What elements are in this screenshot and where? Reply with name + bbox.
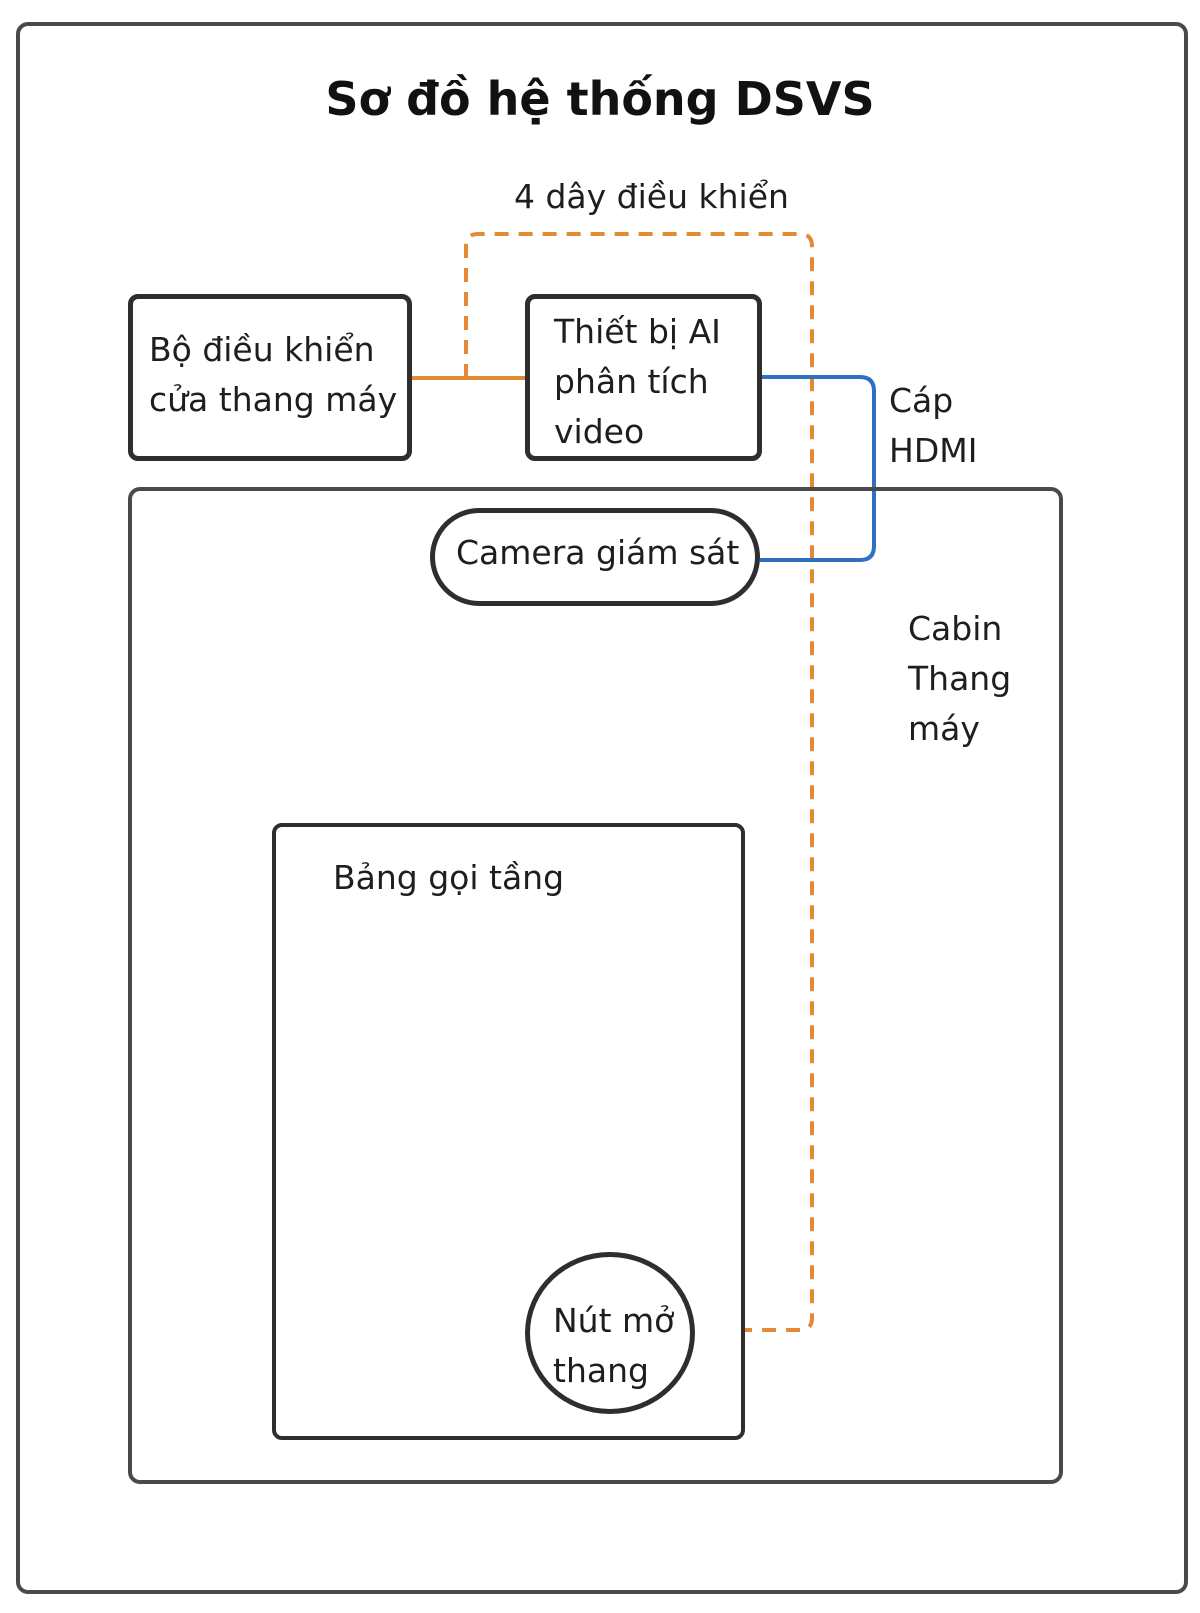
surveillance-camera-label: Camera giám sát bbox=[456, 533, 740, 572]
outer-frame bbox=[16, 22, 1188, 1594]
surveillance-camera bbox=[430, 508, 760, 606]
open-button-label-line-1: Nút mở bbox=[553, 1301, 675, 1340]
diagram-title: Sơ đồ hệ thống DSVS bbox=[325, 72, 875, 126]
hdmi-cable-line bbox=[760, 375, 876, 562]
elevator-cabin-frame bbox=[128, 487, 1063, 1484]
hdmi-cable-label-line-1: Cáp bbox=[889, 381, 954, 420]
control-wires-label: 4 dây điều khiển bbox=[514, 177, 789, 216]
door-controller-label-line-2: cửa thang máy bbox=[149, 380, 398, 419]
hdmi-cable-label-line-2: HDMI bbox=[889, 431, 978, 470]
door-controller-label-line-1: Bộ điều khiển bbox=[149, 330, 375, 369]
ai-device-label-line-1: Thiết bị AI bbox=[554, 312, 721, 351]
open-door-button bbox=[525, 1252, 695, 1414]
ai-video-device-box bbox=[525, 294, 762, 461]
cabin-label-line-3: máy bbox=[908, 709, 980, 748]
control-wires-line bbox=[464, 232, 814, 1332]
floor-call-panel-label: Bảng gọi tầng bbox=[333, 858, 565, 897]
door-controller-box bbox=[128, 294, 412, 461]
ai-device-label-line-2: phân tích bbox=[554, 362, 709, 401]
open-button-label-line-2: thang bbox=[553, 1351, 649, 1390]
ai-device-label-line-3: video bbox=[554, 412, 645, 451]
cabin-label-line-2: Thang bbox=[908, 659, 1012, 698]
cabin-label-line-1: Cabin bbox=[908, 609, 1003, 648]
